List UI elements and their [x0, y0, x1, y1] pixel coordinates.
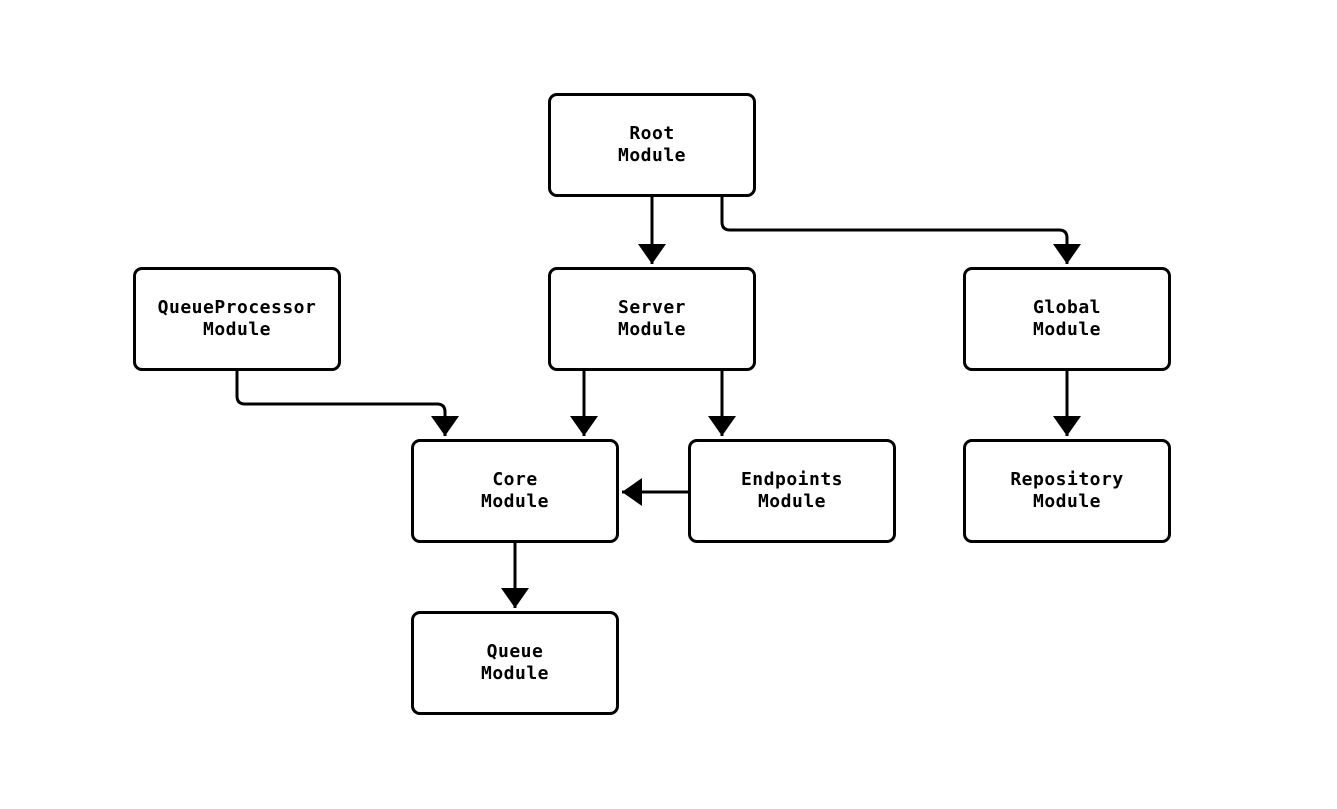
node-queueprocessor-module: QueueProcessor Module — [133, 267, 341, 371]
node-repository-module: Repository Module — [963, 439, 1171, 543]
node-endpoints-module-label: Endpoints Module — [740, 469, 844, 512]
node-queue-module: Queue Module — [411, 611, 619, 715]
node-global-module-label: Global Module — [1032, 297, 1102, 340]
node-server-module: Server Module — [548, 267, 756, 371]
node-server-module-label: Server Module — [617, 297, 687, 340]
node-core-module-label: Core Module — [480, 469, 550, 512]
edge-root-to-global — [720, 197, 1081, 264]
node-repository-module-label: Repository Module — [1010, 469, 1124, 512]
edge-queueprocessor-to-core — [235, 370, 459, 436]
node-endpoints-module: Endpoints Module — [688, 439, 896, 543]
node-core-module: Core Module — [411, 439, 619, 543]
node-root-module: Root Module — [548, 93, 756, 197]
node-queueprocessor-module-label: QueueProcessor Module — [157, 297, 317, 340]
node-global-module: Global Module — [963, 267, 1171, 371]
node-queue-module-label: Queue Module — [480, 641, 550, 684]
node-root-module-label: Root Module — [617, 123, 687, 166]
